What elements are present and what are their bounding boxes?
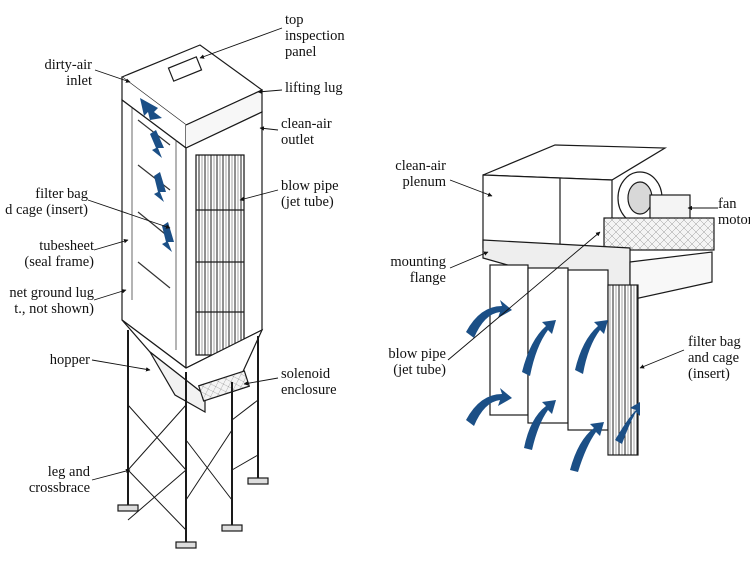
label-line: (insert) bbox=[688, 366, 730, 382]
label-line: fan bbox=[718, 196, 737, 212]
right-airflow-arrows bbox=[466, 300, 640, 472]
label-tubesheet: tubesheet (seal frame) bbox=[24, 238, 94, 270]
label-line: outlet bbox=[281, 132, 315, 148]
leader-lines bbox=[87, 27, 718, 481]
label-leg-crossbrace: leg and crossbrace bbox=[29, 464, 90, 496]
label-line: (jet tube) bbox=[281, 194, 334, 210]
label-line: tubesheet bbox=[39, 238, 94, 254]
label-line: solenoid bbox=[281, 366, 331, 382]
label-solenoid-enclosure: solenoid enclosure bbox=[281, 366, 337, 398]
label-blow-pipe-right: blow pipe (jet tube) bbox=[388, 346, 446, 378]
label-line: top bbox=[285, 12, 304, 28]
label-line: motor bbox=[718, 212, 750, 228]
label-line: panel bbox=[285, 44, 317, 60]
left-collector bbox=[117, 44, 269, 549]
label-line: plenum bbox=[402, 174, 447, 190]
label-line: inlet bbox=[66, 73, 92, 89]
left-airflow-arrows bbox=[140, 98, 174, 252]
label-top-inspection-panel: top inspection panel bbox=[285, 12, 345, 60]
label-line: and cage bbox=[688, 350, 740, 366]
label-line: clean-air bbox=[395, 158, 446, 174]
right-collector bbox=[482, 144, 715, 456]
label-hopper: hopper bbox=[50, 352, 90, 368]
label-line: d cage (insert) bbox=[5, 202, 88, 218]
label-blow-pipe-left: blow pipe (jet tube) bbox=[281, 178, 339, 210]
label-dirty-air-inlet: dirty-air inlet bbox=[44, 57, 92, 89]
label-line: blow pipe bbox=[388, 346, 446, 362]
label-line: crossbrace bbox=[28, 480, 90, 496]
label-filter-bag-right: filter bag and cage (insert) bbox=[688, 334, 741, 382]
label-line: hopper bbox=[49, 352, 90, 368]
label-line: leg and bbox=[47, 464, 90, 480]
label-line: filter bag bbox=[35, 186, 88, 202]
label-line: net ground lug bbox=[9, 285, 94, 301]
label-line: flange bbox=[409, 270, 446, 286]
label-line: lifting lug bbox=[285, 80, 343, 96]
label-line: (seal frame) bbox=[24, 254, 94, 270]
label-line: (jet tube) bbox=[393, 362, 446, 378]
label-clean-air-outlet: clean-air outlet bbox=[281, 116, 332, 148]
label-line: enclosure bbox=[281, 382, 337, 398]
label-line: blow pipe bbox=[281, 178, 339, 194]
label-line: dirty-air bbox=[44, 57, 92, 73]
label-line: filter bag bbox=[688, 334, 741, 350]
label-clean-air-plenum: clean-air plenum bbox=[395, 158, 446, 190]
label-line: t., not shown) bbox=[14, 301, 94, 317]
label-fan-motor: fan motor bbox=[718, 196, 750, 228]
label-ground-lug: net ground lug t., not shown) bbox=[9, 285, 94, 317]
label-line: clean-air bbox=[281, 116, 332, 132]
label-mounting-flange: mounting flange bbox=[390, 254, 446, 286]
label-filter-bag-left: filter bag d cage (insert) bbox=[5, 186, 88, 218]
label-line: mounting bbox=[390, 254, 446, 270]
label-lifting-lug: lifting lug bbox=[285, 80, 343, 96]
label-line: inspection bbox=[285, 28, 345, 44]
